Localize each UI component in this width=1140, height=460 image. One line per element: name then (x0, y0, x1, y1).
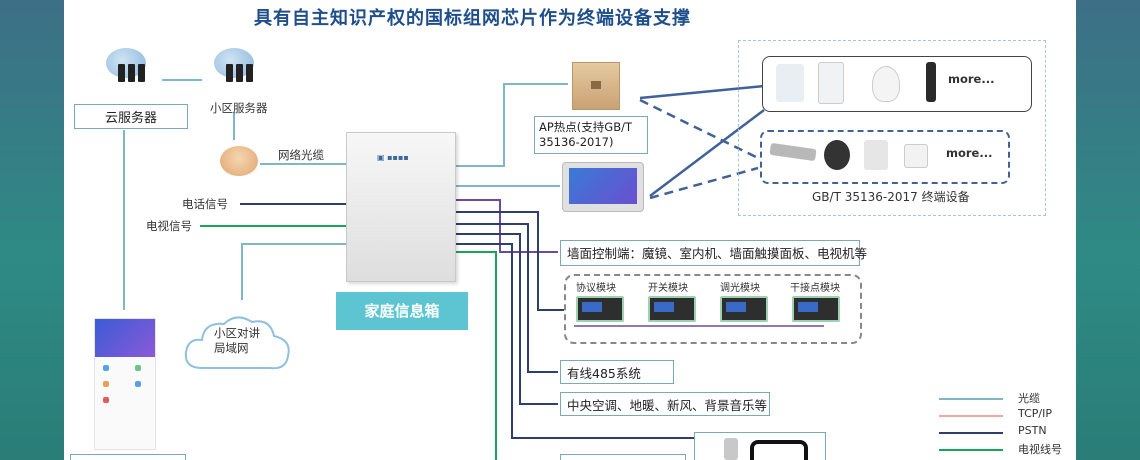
more-label-upper: more... (948, 72, 995, 86)
rs485-label: 有线485系统 (560, 360, 674, 384)
module-label-protocol: 协议模块 (576, 283, 616, 294)
fridge-icon (818, 62, 844, 104)
ap-indicator-icon (591, 81, 601, 89)
home-info-box-device: ▣ ▪▪▪▪ (346, 132, 456, 282)
dry-contact-module-device (792, 296, 840, 322)
line-tablet-lower (649, 166, 759, 200)
server-icon (226, 64, 233, 82)
module-screen (654, 302, 674, 312)
module-label-dimming: 调光模块 (720, 283, 760, 294)
cloud-server-label: 云服务器 (74, 104, 188, 129)
server-icon (236, 64, 243, 82)
speaker-icon (824, 140, 850, 170)
bottom-left-box (70, 454, 186, 460)
water-purifier-icon (776, 64, 804, 102)
protocol-module-device (576, 296, 624, 322)
line-intercom (241, 243, 346, 300)
line-box-ap (454, 83, 568, 167)
legend-label-pstn: PSTN (1018, 424, 1047, 437)
diagram-canvas: 具有自主知识产权的国标组网芯片作为终端设备支撑 云服务器 小区服务器 网络光缆 … (64, 0, 1076, 460)
hvac-label: 中央空调、地暖、新风、背景音乐等 (560, 392, 770, 416)
app-icon (103, 365, 109, 371)
dimming-module-device (720, 296, 768, 322)
tablet-device (562, 162, 644, 212)
home-box-label: 家庭信息箱 (336, 292, 468, 330)
server-icon (128, 64, 135, 82)
bottom-mid-box (560, 454, 686, 460)
cloud-server-graphic (104, 46, 160, 96)
ap-label: AP热点(支持GB/T 35136-2017) (534, 116, 648, 154)
module-screen (798, 302, 818, 312)
more-label-lower: more... (946, 146, 993, 160)
module-label-switch: 开关模块 (648, 283, 688, 294)
module-screen (582, 302, 602, 312)
app-icon (135, 381, 141, 387)
phone-signal-label: 电话信号 (182, 197, 228, 211)
line-tv-down (454, 251, 497, 460)
line-box-modules (454, 211, 564, 311)
legend-label-tcpip: TCP/IP (1018, 407, 1052, 420)
gb-devices-label: GB/T 35136-2017 终端设备 (812, 190, 970, 204)
legend-label-fiber: 光缆 (1018, 392, 1040, 405)
line-ap-upper (639, 84, 765, 100)
district-server-label: 小区服务器 (210, 101, 268, 115)
connection-lines (123, 79, 824, 460)
legend-line-tcpip (939, 415, 1003, 417)
mobile-app-screenshot (94, 318, 156, 450)
intercom-panel-icon (724, 438, 738, 460)
line-box-hvac (454, 233, 558, 405)
wall-control-label: 墙面控制端：魔镜、室内机、墙面触摸面板、电视机等 (560, 240, 867, 266)
legend-line-pstn (939, 432, 1003, 434)
ap-panel-device (572, 62, 620, 110)
gb-devices-frame (738, 40, 1046, 216)
tv-signal-label: 电视信号 (146, 219, 192, 233)
server-icon (118, 64, 125, 82)
camera-icon (872, 66, 900, 102)
legend-label-tv: 电视线号 (1018, 443, 1062, 456)
brand-logo-icon: ▣ ▪▪▪▪ (377, 153, 409, 162)
app-header (95, 319, 155, 357)
line-box-bottom (454, 243, 694, 439)
diagram-title: 具有自主知识产权的国标组网芯片作为终端设备支撑 (254, 8, 691, 29)
sensor-icon (864, 140, 888, 170)
server-icon (246, 64, 253, 82)
line-box-485 (454, 223, 558, 373)
switch-module-device (648, 296, 696, 322)
app-icon (103, 381, 109, 387)
district-server-graphic (212, 46, 268, 96)
app-icon (135, 365, 141, 371)
module-screen (726, 302, 746, 312)
app-icon (103, 397, 109, 403)
fiber-network-label: 网络光缆 (278, 148, 324, 162)
intercom-cloud-shape (184, 316, 290, 370)
line-tablet-upper (649, 109, 765, 197)
legend-line-tv (939, 449, 1003, 451)
tablet-screen (569, 168, 637, 204)
modules-frame (564, 274, 862, 344)
module-label-dry-contact: 干接点模块 (790, 283, 840, 294)
legend-line-fiber (939, 398, 1003, 400)
network-hands-icon (220, 146, 258, 176)
smart-lock-icon (926, 62, 936, 102)
intercom-lan-label: 小区对讲 局域网 (214, 326, 260, 355)
telephone-icon (750, 440, 808, 460)
server-icon (138, 64, 145, 82)
thermostat-icon (904, 144, 928, 168)
